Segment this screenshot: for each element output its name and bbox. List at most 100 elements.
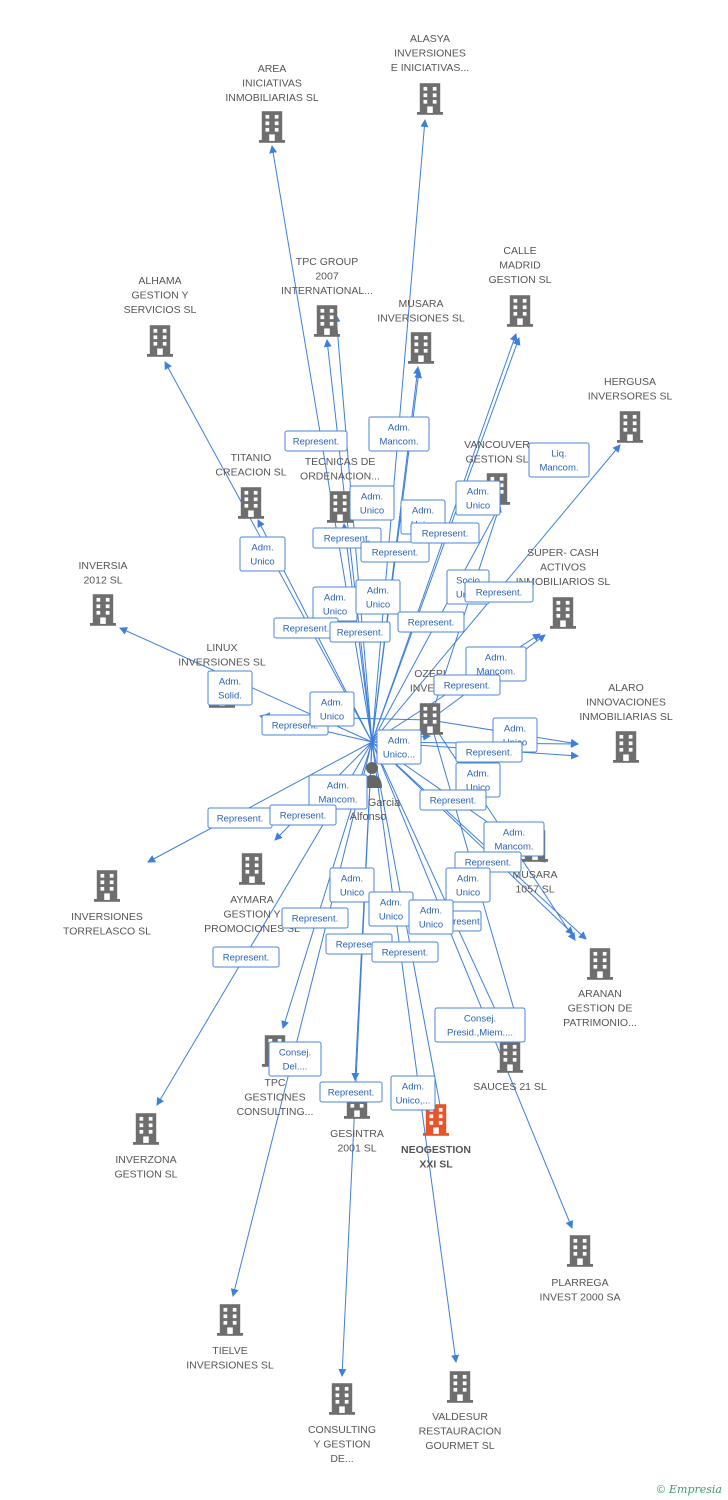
role-badge[interactable]: Represent. [410, 522, 480, 544]
role-badge[interactable]: Adm. Unico [239, 536, 286, 572]
role-text: Represent. [372, 548, 418, 559]
company-node-tpcgroup[interactable]: TPC GROUP2007INTERNATIONAL... [281, 256, 373, 337]
role-badge[interactable]: Represent. [319, 1081, 383, 1103]
role-badge[interactable]: Consej.Del.... [268, 1041, 322, 1077]
company-label-line: SERVICIOS SL [124, 304, 197, 316]
role-badge[interactable]: Adm.Unico [312, 586, 358, 622]
building-icon [507, 295, 533, 327]
company-label-line: GESTION Y [224, 909, 281, 921]
role-badge[interactable]: Represent. [281, 907, 349, 929]
role-badge[interactable]: Represent. [464, 581, 534, 603]
role-text: Adm. [219, 677, 241, 688]
role-badge[interactable]: Represent. [455, 741, 523, 763]
edge-20 [371, 741, 507, 1034]
company-label-line: ALHAMA [138, 275, 181, 287]
company-label-line: INVERSIONES SL [377, 313, 465, 325]
role-badge[interactable]: Adm.Unico [445, 867, 491, 903]
role-badge[interactable]: Represent. [207, 807, 273, 829]
role-text: Adm. [388, 736, 410, 747]
company-label-line: PATRIMONIO... [563, 1017, 637, 1029]
role-badge[interactable]: Adm.Solid. [207, 670, 253, 706]
company-label-line: CONSULTING... [237, 1106, 314, 1118]
role-badge[interactable]: Represent. [397, 611, 465, 633]
role-text: Adm. [251, 543, 273, 554]
role-text: Mancom. [379, 437, 418, 448]
role-badge[interactable]: Represent. [284, 430, 348, 452]
role-badge[interactable]: Represent. [269, 804, 337, 826]
role-badge-box [349, 485, 395, 521]
role-badge[interactable]: Consej.Presid.,Miem.... [434, 1007, 526, 1043]
company-node-alhama[interactable]: ALHAMA GESTION Y SERVICIOS SL [124, 275, 197, 357]
role-badge[interactable]: Adm.Unico [455, 480, 501, 516]
role-badge[interactable]: Represent. [360, 541, 430, 563]
company-label-line: ORDENACION... [300, 471, 380, 483]
role-text: Represent. [408, 618, 454, 629]
role-badge[interactable]: Adm.Unico [355, 579, 401, 615]
role-badge[interactable]: Represent. [212, 946, 280, 968]
role-text: Adm. [361, 492, 383, 503]
role-badge-box [419, 789, 487, 811]
role-badge[interactable]: Adm.Unico,... [390, 1075, 436, 1111]
edge-27 [338, 741, 373, 1377]
role-badge-box [281, 907, 349, 929]
role-text: Represent. [223, 953, 269, 964]
role-text: Unico [250, 557, 274, 568]
company-node-tecnicas[interactable]: TECNICAS DEORDENACION... [300, 456, 380, 523]
company-node-tpcgestiones[interactable]: TPCGESTIONESCONSULTING... [237, 1035, 314, 1118]
company-label-line: GESTION SL [114, 1169, 177, 1181]
role-text: Adm. [485, 653, 507, 664]
role-badge[interactable]: Adm.Mancom. [368, 416, 430, 452]
role-text: Represent. [422, 529, 468, 540]
role-text: Unico [466, 783, 490, 794]
role-badge[interactable]: Liq.Mancom. [528, 442, 590, 478]
role-text: Unico,... [396, 1096, 431, 1107]
company-label-line: GESTION Y [132, 290, 189, 302]
role-text: Unico [419, 920, 443, 931]
company-node-sauces[interactable]: SAUCES 21 SL [473, 1041, 547, 1093]
role-badge-box [212, 946, 280, 968]
role-text: Represent. [283, 624, 329, 635]
role-badge[interactable]: Adm.Unico [349, 485, 395, 521]
role-badge[interactable]: Adm.Unico [329, 867, 375, 903]
role-badge[interactable]: Adm.Mancom. [308, 774, 368, 810]
company-label-line: 2007 [315, 271, 339, 283]
role-badge[interactable]: Adm.Unico [408, 899, 454, 935]
role-badge[interactable]: Represent. [371, 941, 439, 963]
role-badge[interactable]: Represent. [273, 617, 339, 639]
role-badge[interactable]: Adm.Unico [455, 762, 501, 798]
role-badge[interactable]: Represent. [419, 789, 487, 811]
role-text: Unico [379, 912, 403, 923]
role-badge[interactable]: Adm.Unico [309, 691, 355, 727]
role-badge[interactable]: Adm.Unico [368, 891, 414, 927]
company-label-line: SAUCES 21 SL [473, 1081, 547, 1093]
role-badge-box [355, 579, 401, 615]
role-badge[interactable]: Adm.Unico... [376, 729, 422, 765]
role-badge[interactable]: Adm.Mancom. [483, 821, 545, 857]
role-badge[interactable]: Represent. [329, 621, 391, 643]
company-label-line: GESTION SL [488, 274, 551, 286]
role-text: Presid.,Miem.... [447, 1028, 513, 1039]
role-badge[interactable]: Represent. [433, 674, 501, 696]
